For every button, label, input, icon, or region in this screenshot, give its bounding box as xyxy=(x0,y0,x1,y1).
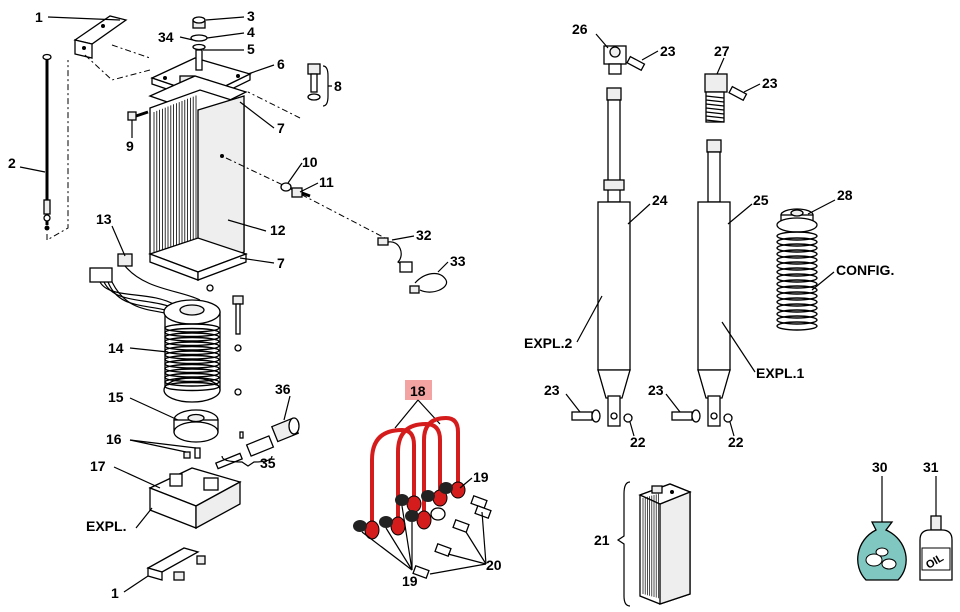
callout-expl2: EXPL.2 xyxy=(524,335,572,351)
callout-19-b: 19 xyxy=(402,573,418,589)
callout-15: 15 xyxy=(108,389,124,405)
callout-expl: EXPL. xyxy=(86,518,126,534)
strut-24[interactable] xyxy=(597,45,631,427)
motor-coil xyxy=(164,323,220,392)
callout-config: CONFIG. xyxy=(836,262,894,278)
callout-23-c: 23 xyxy=(544,382,560,398)
callout-7-bottom: 7 xyxy=(277,255,285,271)
callout-21: 21 xyxy=(594,532,610,548)
bracket-top[interactable] xyxy=(73,15,128,59)
callout-expl1: EXPL.1 xyxy=(756,365,804,381)
screw-23-a[interactable] xyxy=(626,55,646,72)
callout-18-highlight xyxy=(405,380,432,400)
heatsink-fins xyxy=(153,95,197,269)
nuts-19[interactable] xyxy=(353,482,453,532)
callout-7-top: 7 xyxy=(277,120,285,136)
pins-16[interactable] xyxy=(183,431,244,459)
nut-22-b[interactable] xyxy=(723,413,733,423)
callout-22-b: 22 xyxy=(728,434,744,450)
bolt-8[interactable] xyxy=(307,63,321,101)
callout-33: 33 xyxy=(450,253,466,269)
callout-31: 31 xyxy=(923,459,939,475)
callout-16: 16 xyxy=(106,431,122,447)
callout-18[interactable]: 18 xyxy=(410,383,426,399)
callout-13: 13 xyxy=(96,211,112,227)
callout-32: 32 xyxy=(416,227,432,243)
sensor-cable[interactable] xyxy=(377,237,413,273)
washer xyxy=(206,284,214,292)
callout-12: 12 xyxy=(270,222,286,238)
callout-24: 24 xyxy=(652,192,668,208)
sleeve-36[interactable] xyxy=(270,417,300,443)
screw-23-b[interactable] xyxy=(728,85,748,102)
bracket-bottom[interactable] xyxy=(146,547,206,581)
leader-bracket xyxy=(84,54,151,81)
callout-5: 5 xyxy=(247,41,255,57)
callout-10: 10 xyxy=(302,154,318,170)
callout-35: 35 xyxy=(260,455,276,471)
tie-rod[interactable] xyxy=(42,53,52,231)
screw-9[interactable] xyxy=(127,110,149,121)
heatsink-assembly-21[interactable] xyxy=(638,483,692,605)
oil-bottle-31[interactable]: OIL xyxy=(919,515,953,581)
spring-28[interactable] xyxy=(776,231,818,331)
callout-20: 20 xyxy=(486,557,502,573)
callout-1-top: 1 xyxy=(35,9,43,25)
callout-36: 36 xyxy=(275,381,291,397)
bolts-20[interactable] xyxy=(412,495,492,579)
callout-4: 4 xyxy=(247,24,255,40)
screw-23-d[interactable] xyxy=(671,409,701,423)
spring-cap-28[interactable] xyxy=(776,208,818,233)
strut-25[interactable] xyxy=(697,73,731,427)
strut-25-coil xyxy=(705,95,725,123)
heatsink-21-fins xyxy=(642,493,659,599)
washer-10[interactable] xyxy=(280,182,292,192)
callout-25: 25 xyxy=(753,192,769,208)
callout-34: 34 xyxy=(158,29,174,45)
callout-11: 11 xyxy=(319,174,334,190)
callout-23-b: 23 xyxy=(762,75,778,91)
callout-19-a: 19 xyxy=(473,469,489,485)
screw-23-c[interactable] xyxy=(571,409,601,423)
callout-14: 14 xyxy=(108,340,124,356)
callout-22-a: 22 xyxy=(630,434,646,450)
callout-28: 28 xyxy=(837,187,853,203)
callout-17: 17 xyxy=(90,458,106,474)
callout-1-bottom: 1 xyxy=(111,585,119,601)
cable-set-18[interactable] xyxy=(364,415,466,540)
callout-23-a: 23 xyxy=(660,43,676,59)
screw-11[interactable] xyxy=(291,187,311,198)
callout-30: 30 xyxy=(872,459,888,475)
base-block[interactable] xyxy=(148,467,242,530)
callout-8: 8 xyxy=(334,78,342,94)
callout-9: 9 xyxy=(126,138,134,154)
callout-27: 27 xyxy=(714,43,730,59)
callout-6: 6 xyxy=(277,56,285,72)
callout-26: 26 xyxy=(572,21,588,37)
long-bolt[interactable] xyxy=(232,295,244,396)
callout-2: 2 xyxy=(8,155,16,171)
callout-23-d: 23 xyxy=(648,382,664,398)
terminal-stack[interactable] xyxy=(190,16,208,71)
nut-22-a[interactable] xyxy=(623,413,633,423)
gasket-bottom[interactable] xyxy=(148,237,248,281)
callout-3: 3 xyxy=(247,8,255,24)
hardware-bag-30[interactable] xyxy=(857,521,907,581)
coupling-15[interactable] xyxy=(173,409,219,443)
cable-33[interactable] xyxy=(409,273,448,294)
